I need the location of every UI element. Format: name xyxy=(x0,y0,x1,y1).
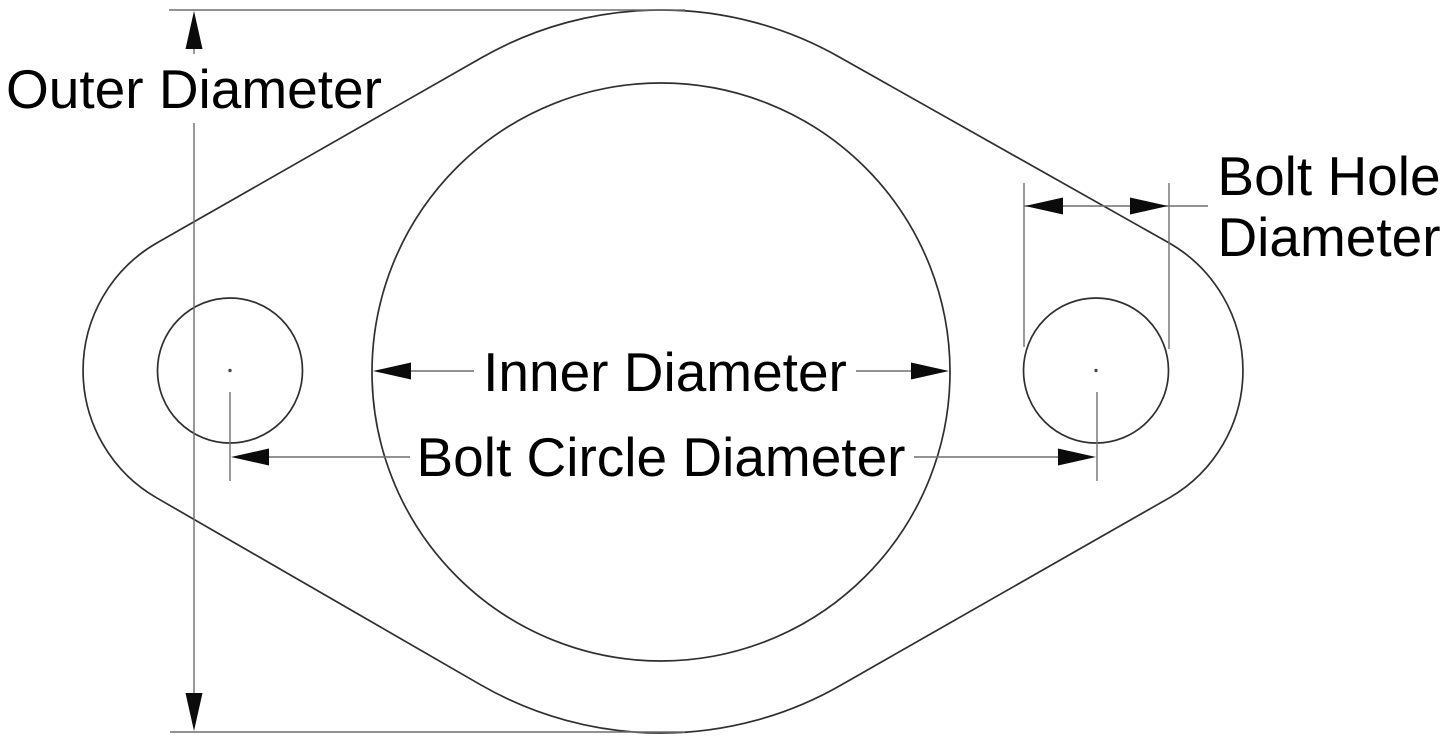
flange-outline xyxy=(82,9,1244,734)
inner-bore-circle xyxy=(371,82,951,662)
bolt-circle-diameter-dimension: Bolt Circle Diameter xyxy=(229,392,1098,488)
inner-diameter-dimension: Inner Diameter xyxy=(373,341,949,403)
outer-diameter-dimension: Outer Diameter xyxy=(6,9,685,733)
bolt-circle-diameter-label: Bolt Circle Diameter xyxy=(416,426,905,488)
bolt-hole-right-circle xyxy=(1022,297,1170,444)
bolt-hole-diameter-label-line1: Bolt Hole xyxy=(1217,145,1440,207)
outer-diameter-arrow-up-icon xyxy=(185,11,203,49)
inner-diameter-arrow-right-icon xyxy=(911,362,949,380)
bolt-hole-diameter-label-line2: Diameter xyxy=(1217,206,1440,268)
bolt-hole-left-center-mark xyxy=(228,368,232,373)
inner-diameter-arrow-left-icon xyxy=(373,362,411,380)
inner-diameter-label: Inner Diameter xyxy=(483,341,847,403)
outer-diameter-label: Outer Diameter xyxy=(6,58,382,120)
bolt-circle-arrow-right-icon xyxy=(1058,448,1096,466)
bolt-hole-diameter-dimension: Bolt Hole Diameter xyxy=(1023,145,1441,349)
bolt-hole-arrow-right-icon xyxy=(1130,197,1168,215)
bolt-hole-right-center-mark xyxy=(1094,368,1098,373)
bolt-hole-arrow-left-icon xyxy=(1025,197,1063,215)
bolt-circle-arrow-left-icon xyxy=(231,448,269,466)
outer-diameter-arrow-down-icon xyxy=(185,693,203,731)
